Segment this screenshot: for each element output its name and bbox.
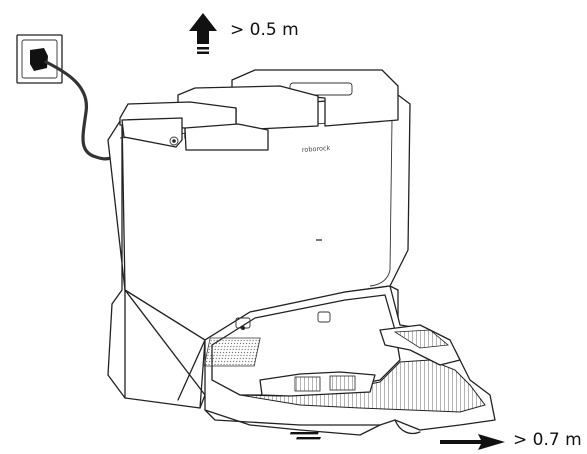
station-body-left xyxy=(107,117,206,409)
clearance-top-label: > 0.5 m xyxy=(230,20,299,40)
arrow-up-icon xyxy=(189,13,217,54)
arrow-forward-icon xyxy=(289,432,505,450)
base-tray xyxy=(203,285,496,436)
power-cable xyxy=(44,60,116,161)
brand-mark: roborock xyxy=(302,144,331,154)
clearance-front-label: > 0.7 m xyxy=(513,430,582,450)
water-tanks xyxy=(119,69,399,151)
power-outlet-icon xyxy=(16,34,63,84)
